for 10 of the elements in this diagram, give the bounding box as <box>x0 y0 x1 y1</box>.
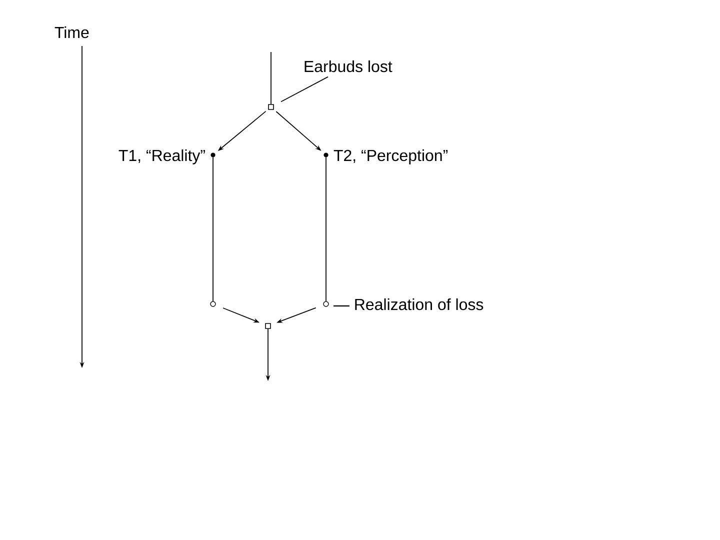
axis-label: Time <box>54 26 89 38</box>
connector-line <box>212 156 214 302</box>
node-label: — Realization of loss <box>333 298 484 310</box>
node-label: T1, “Reality” <box>118 149 205 164</box>
connector-line <box>270 52 272 105</box>
small-square <box>265 323 271 329</box>
small-square <box>268 104 274 110</box>
leader-line <box>280 76 328 102</box>
node-label: T2, “Perception” <box>334 149 448 164</box>
callout-text: Earbuds lost <box>304 60 392 72</box>
